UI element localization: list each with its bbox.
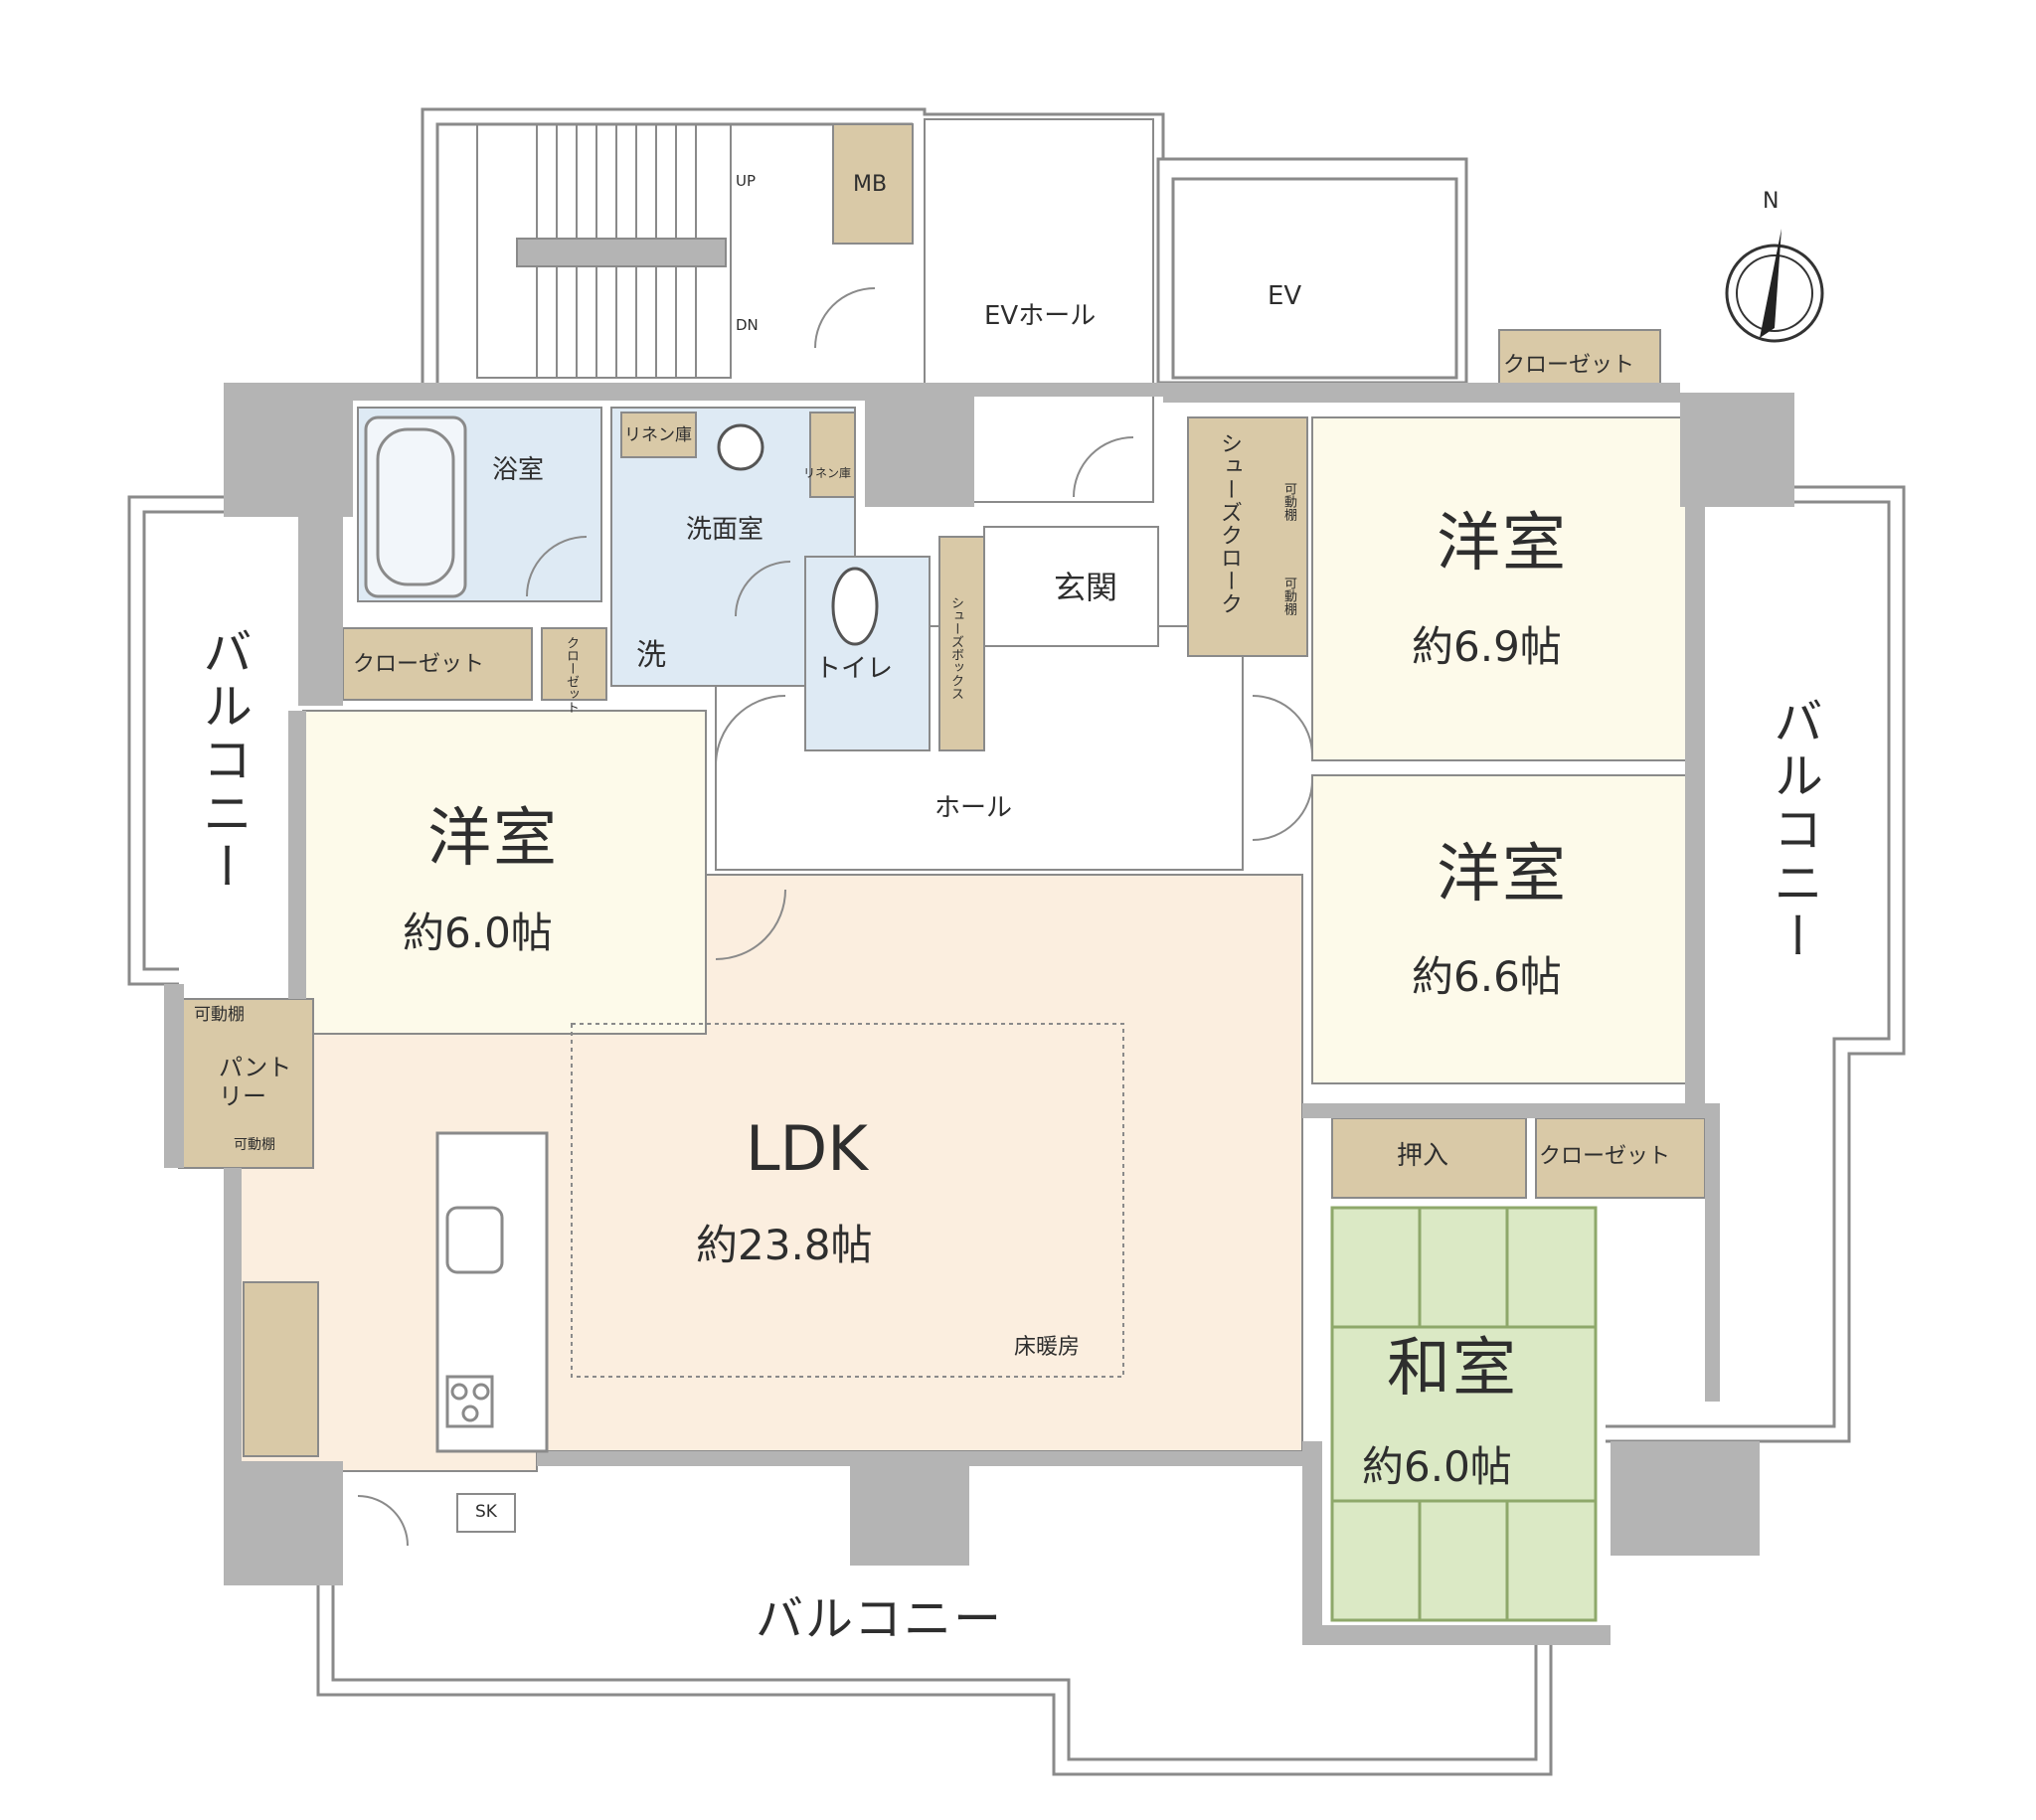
- mb: [832, 123, 914, 245]
- room-japanese-size: 約6.0帖: [1362, 1442, 1512, 1491]
- outline-layer: [127, 107, 1906, 1776]
- balcony-east-label: バルコニー: [1766, 696, 1823, 964]
- room-ldk-size: 約23.8帖: [696, 1221, 873, 1269]
- shoes-cloak: [1187, 416, 1308, 657]
- washroom-label: 洗面室: [686, 515, 764, 545]
- entrance-label: 玄関: [1054, 569, 1118, 606]
- ev-shaft: [1156, 157, 1468, 385]
- western-ne-floor: [1311, 416, 1691, 761]
- closet-jp-label: クローゼット: [1539, 1144, 1671, 1169]
- column-n: [865, 383, 974, 507]
- wall-layer: [164, 383, 1794, 1645]
- kitchen: [435, 1131, 549, 1453]
- south-balcony-outline: [316, 1491, 1553, 1776]
- column-sw: [224, 1461, 343, 1585]
- west-balcony-outline: [127, 495, 298, 986]
- compass-icon: [1725, 229, 1824, 343]
- compass-north-label: N: [1763, 189, 1780, 214]
- shoes-shelf-1-label: 可動棚: [1281, 482, 1296, 521]
- pantry: [178, 998, 314, 1169]
- stair-up-label: UP: [736, 172, 757, 190]
- stairs: [476, 123, 732, 379]
- tatami-grid: [1332, 1208, 1596, 1620]
- linen-label: リネン庫: [624, 425, 692, 445]
- room-western-ne-size: 約6.9帖: [1412, 622, 1562, 671]
- washbasin-icon: [717, 423, 764, 471]
- pantry-shelf-top-label: 可動棚: [194, 1005, 245, 1025]
- closet-nw-small-label: クローゼット: [564, 636, 579, 714]
- pantry-shelf-bottom-label: 可動棚: [234, 1137, 275, 1153]
- oshiire-label: 押入: [1397, 1141, 1449, 1171]
- western-e-floor: [1311, 774, 1691, 1084]
- oshiire: [1331, 1117, 1527, 1199]
- tatami-floor: [1330, 1206, 1598, 1622]
- western-nw-floor: [302, 710, 707, 1035]
- closet-nw-small: [541, 627, 607, 701]
- shoes-box: [938, 536, 985, 751]
- linen2-label: リネン庫: [803, 466, 852, 480]
- stair-down-label: DN: [736, 316, 759, 334]
- room-western-nw-size: 約6.0帖: [403, 909, 553, 957]
- floor-heating-area: [571, 1023, 1124, 1378]
- floor-heating-label: 床暖房: [1014, 1335, 1081, 1360]
- closet-nw-label: クローゼット: [353, 652, 485, 677]
- shoes-box-label: シューズボックス: [948, 596, 963, 700]
- sk-box: [456, 1493, 516, 1533]
- linen2: [809, 412, 856, 498]
- toilet-label: トイレ: [815, 654, 894, 684]
- balcony-west-label: バルコニー: [195, 626, 253, 895]
- sk-label: SK: [475, 1502, 497, 1522]
- mb-label: MB: [853, 172, 888, 197]
- bathtub: [364, 415, 467, 598]
- column-nw: [224, 383, 353, 517]
- column-se: [1611, 1441, 1760, 1556]
- entrance-floor: [983, 526, 1159, 647]
- closet-nw: [342, 627, 533, 701]
- room-japanese-name: 和室: [1387, 1332, 1518, 1406]
- shoes-cloak-label: シューズクローク: [1217, 432, 1242, 615]
- linen: [620, 412, 697, 458]
- room-ldk-name: LDK: [746, 1112, 868, 1185]
- column-s: [850, 1451, 969, 1566]
- pantry-label: パントリー: [219, 1054, 292, 1110]
- door-swings: [357, 287, 1313, 1547]
- room-western-nw-name: 洋室: [427, 802, 559, 876]
- closet-ne-label: クローゼット: [1503, 353, 1635, 378]
- room-western-ne-name: 洋室: [1437, 507, 1568, 580]
- ev-hall-label: EVホール: [984, 301, 1097, 331]
- toilet-icon: [831, 567, 879, 646]
- kitchen-cabinet: [243, 1281, 319, 1457]
- wash-machine-label: 洗: [636, 638, 666, 673]
- room-western-e-size: 約6.6帖: [1412, 952, 1562, 1001]
- ev-label: EV: [1268, 281, 1302, 311]
- bath-label: 浴室: [492, 455, 545, 485]
- room-western-e-name: 洋室: [1437, 838, 1568, 911]
- balcony-south-label: バルコニー: [756, 1591, 1004, 1647]
- shoes-shelf-2-label: 可動棚: [1281, 577, 1296, 615]
- hall-label: ホール: [934, 793, 1013, 823]
- column-ne: [1680, 393, 1794, 507]
- east-balcony-outline: [1606, 485, 1906, 1443]
